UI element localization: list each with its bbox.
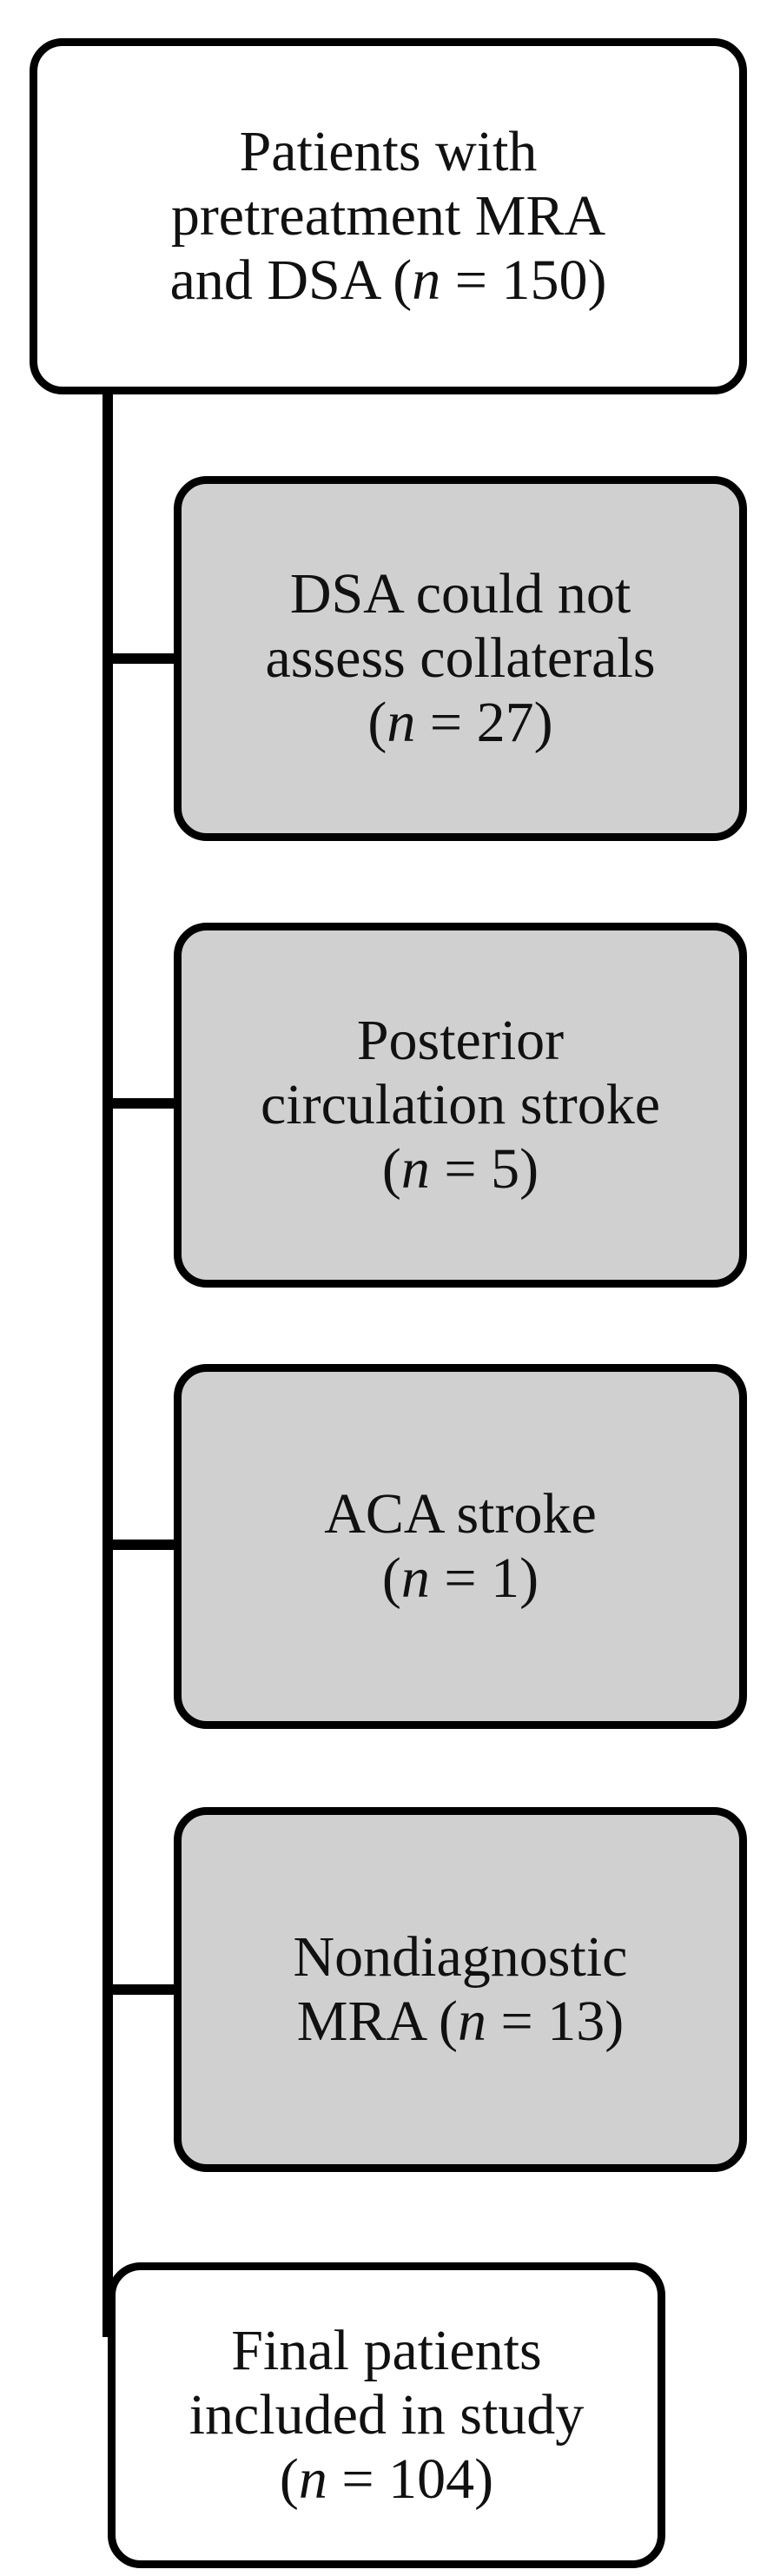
main-vertical-connector xyxy=(102,382,113,2337)
exclusion-2-count-value: = 5) xyxy=(429,1136,539,1201)
exclusion-4-count-line: MRA (n = 13) xyxy=(297,1990,624,2054)
exclusion-box-aca-stroke: ACA stroke (n = 1) xyxy=(174,1364,747,1729)
branch-connector-2 xyxy=(102,1098,181,1109)
branch-connector-1 xyxy=(102,653,181,664)
exclusion-2-line-2: circulation stroke xyxy=(260,1073,660,1137)
exclusion-4-n-symbol: n xyxy=(458,1990,486,2053)
start-count-value: = 150) xyxy=(440,248,607,312)
start-line-1: Patients with xyxy=(239,120,538,184)
exclusion-box-posterior-circulation: Posterior circulation stroke (n = 5) xyxy=(174,923,747,1288)
exclusion-2-n-symbol: n xyxy=(400,1136,430,1201)
branch-connector-3 xyxy=(102,1540,181,1550)
start-count-prefix: and DSA ( xyxy=(169,248,413,312)
exclusion-2-line-1: Posterior xyxy=(356,1009,565,1073)
exclusion-2-count-prefix: ( xyxy=(381,1136,401,1201)
exclusion-3-n-symbol: n xyxy=(400,1546,430,1610)
exclusion-1-count-line: (n = 27) xyxy=(367,691,552,755)
exclusion-4-line-1: Nondiagnostic xyxy=(293,1925,628,1990)
final-count-line: (n = 104) xyxy=(280,2447,493,2512)
exclusion-1-n-symbol: n xyxy=(387,690,416,754)
final-box: Final patients included in study (n = 10… xyxy=(108,2262,665,2568)
final-line-2: included in study xyxy=(188,2383,585,2447)
exclusion-3-line-1: ACA stroke xyxy=(324,1482,597,1546)
exclusion-1-line-2: assess collaterals xyxy=(265,626,656,691)
exclusion-1-count-prefix: ( xyxy=(367,690,387,754)
exclusion-4-count-value: = 13) xyxy=(486,1990,625,2053)
final-line-1: Final patients xyxy=(231,2319,542,2383)
exclusion-box-nondiagnostic-mra: Nondiagnostic MRA (n = 13) xyxy=(174,1807,747,2172)
branch-connector-4 xyxy=(102,1984,181,1995)
exclusion-3-count-value: = 1) xyxy=(429,1546,539,1610)
exclusion-box-dsa-collaterals: DSA could not assess collaterals (n = 27… xyxy=(174,476,747,841)
final-n-symbol: n xyxy=(298,2447,327,2511)
exclusion-1-line-1: DSA could not xyxy=(289,562,631,626)
start-n-symbol: n xyxy=(412,248,441,312)
exclusion-3-count-prefix: ( xyxy=(381,1546,401,1610)
start-box: Patients with pretreatment MRA and DSA (… xyxy=(30,38,747,394)
final-count-value: = 104) xyxy=(327,2447,494,2511)
start-count-line: and DSA (n = 150) xyxy=(170,248,607,313)
exclusion-4-count-prefix: MRA ( xyxy=(296,1990,458,2053)
exclusion-2-count-line: (n = 5) xyxy=(382,1137,539,1202)
exclusion-3-count-line: (n = 1) xyxy=(382,1546,539,1611)
final-count-prefix: ( xyxy=(279,2447,299,2511)
exclusion-1-count-value: = 27) xyxy=(415,690,553,754)
start-line-2: pretreatment MRA xyxy=(170,184,606,248)
